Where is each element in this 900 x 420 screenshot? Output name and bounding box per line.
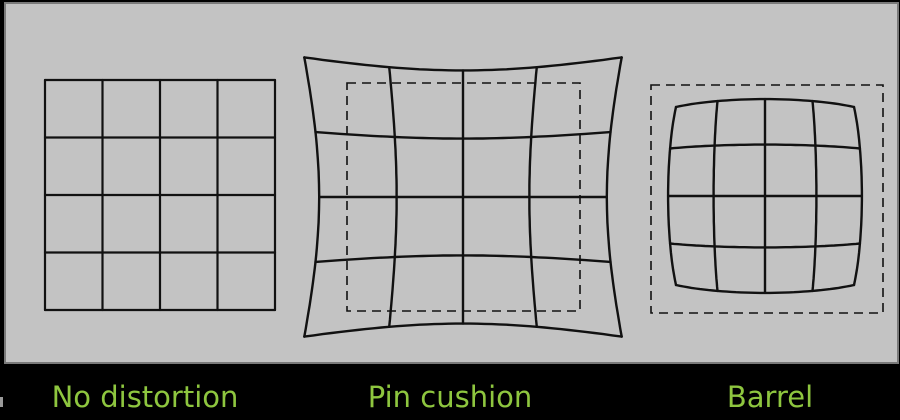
distortion-diagram [4, 2, 899, 364]
caption-barrel: Barrel [726, 380, 814, 414]
caption-pin-cushion: Pin cushion [367, 380, 533, 414]
grid-line-horizontal [674, 97, 856, 109]
grid-line-horizontal [674, 283, 856, 295]
grid-no-distortion [43, 78, 277, 312]
grid-line-horizontal [303, 322, 623, 338]
reference-dashed-box-barrel [650, 84, 884, 314]
grid-line-horizontal [303, 56, 623, 72]
grid-line-horizontal [668, 143, 862, 150]
grid-line-horizontal [314, 254, 612, 264]
edge-mark [0, 397, 3, 407]
grid-pin-cushion [303, 56, 623, 338]
grid-line-horizontal [314, 130, 612, 140]
reference-dashed-box-pin-cushion [346, 82, 581, 312]
caption-no-distortion: No distortion [51, 380, 239, 414]
grid-barrel [666, 97, 864, 295]
grid-line-horizontal [668, 242, 862, 249]
gray-panel [4, 2, 899, 364]
